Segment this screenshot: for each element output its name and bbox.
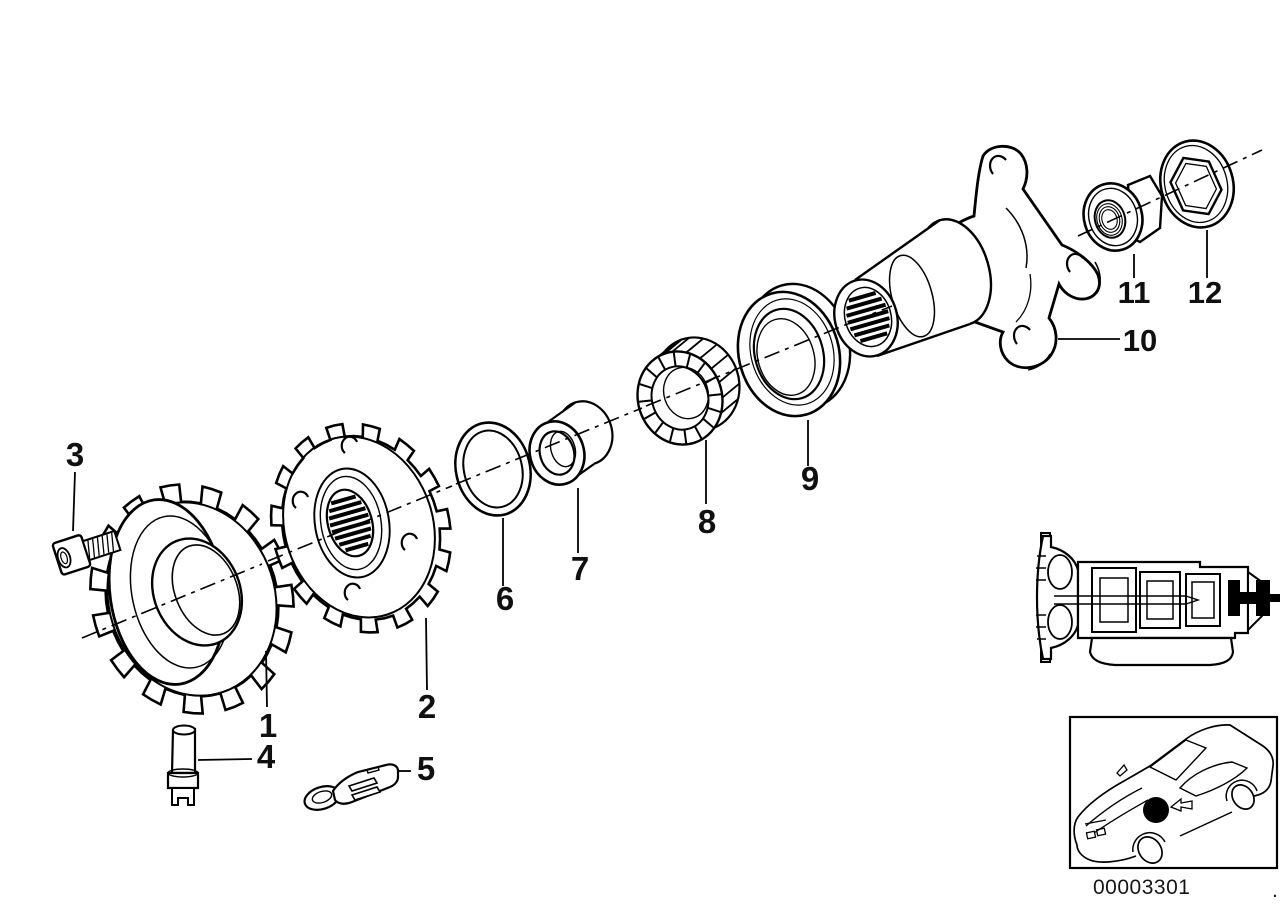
part-3-bolt	[51, 529, 122, 576]
leader-line-4	[197, 758, 253, 761]
callout-5: 5	[417, 750, 435, 787]
callout-1: 1	[259, 707, 277, 744]
transmission-schematic-inset	[1035, 532, 1280, 667]
rear-wheel	[1231, 784, 1255, 810]
part-10-output-flange	[833, 144, 1101, 371]
callout-4: 4	[257, 738, 276, 775]
leader-line-2	[425, 617, 428, 691]
callout-11: 11	[1118, 275, 1151, 310]
part-9-seal-ring	[736, 282, 852, 418]
leader-lines	[72, 230, 1208, 772]
callout-7: 7	[571, 550, 589, 587]
leader-line-3	[72, 471, 76, 532]
part-2-splined-gear	[269, 422, 452, 634]
part-12-lock-plate	[1159, 139, 1235, 229]
callout-12: 12	[1188, 275, 1222, 310]
callout-9: 9	[801, 460, 819, 497]
callout-8: 8	[698, 503, 716, 540]
side-mirror	[1116, 763, 1128, 777]
part-11-collar-nut	[1082, 174, 1164, 252]
part-5-bracket	[303, 763, 400, 811]
callout-3: 3	[66, 436, 84, 473]
direction-arrow	[1169, 797, 1193, 812]
car-location-inset	[1068, 715, 1279, 870]
bearing-band-rollers	[658, 337, 740, 414]
car-body-outline	[1073, 724, 1274, 846]
windshield	[1148, 739, 1208, 781]
callout-10: 10	[1123, 323, 1157, 358]
catalog-number: 00003301	[1093, 876, 1190, 899]
part-4-pin	[166, 724, 200, 806]
highlighted-output-section	[1228, 580, 1280, 616]
callout-2: 2	[418, 688, 436, 725]
bearing-cage-slots	[638, 352, 722, 444]
side-windows	[1178, 761, 1249, 797]
location-marker-dot	[1143, 797, 1169, 823]
front-wheel	[1137, 836, 1163, 864]
leader-line-1	[265, 650, 268, 708]
callout-6: 6	[496, 580, 514, 617]
grille-kidney-right	[1095, 827, 1107, 837]
part-7-bushing	[528, 400, 614, 486]
callout-labels: 1 2 3 4 5 6 7 8 9 10 11 12	[66, 275, 1222, 787]
centerline	[81, 149, 1263, 639]
stray-mark: .	[1272, 879, 1278, 902]
part-1-toothed-ring	[89, 483, 295, 715]
part-8-bearing	[636, 336, 741, 446]
shaft-spline-texture	[846, 291, 890, 343]
grille-kidney-left	[1085, 830, 1097, 840]
